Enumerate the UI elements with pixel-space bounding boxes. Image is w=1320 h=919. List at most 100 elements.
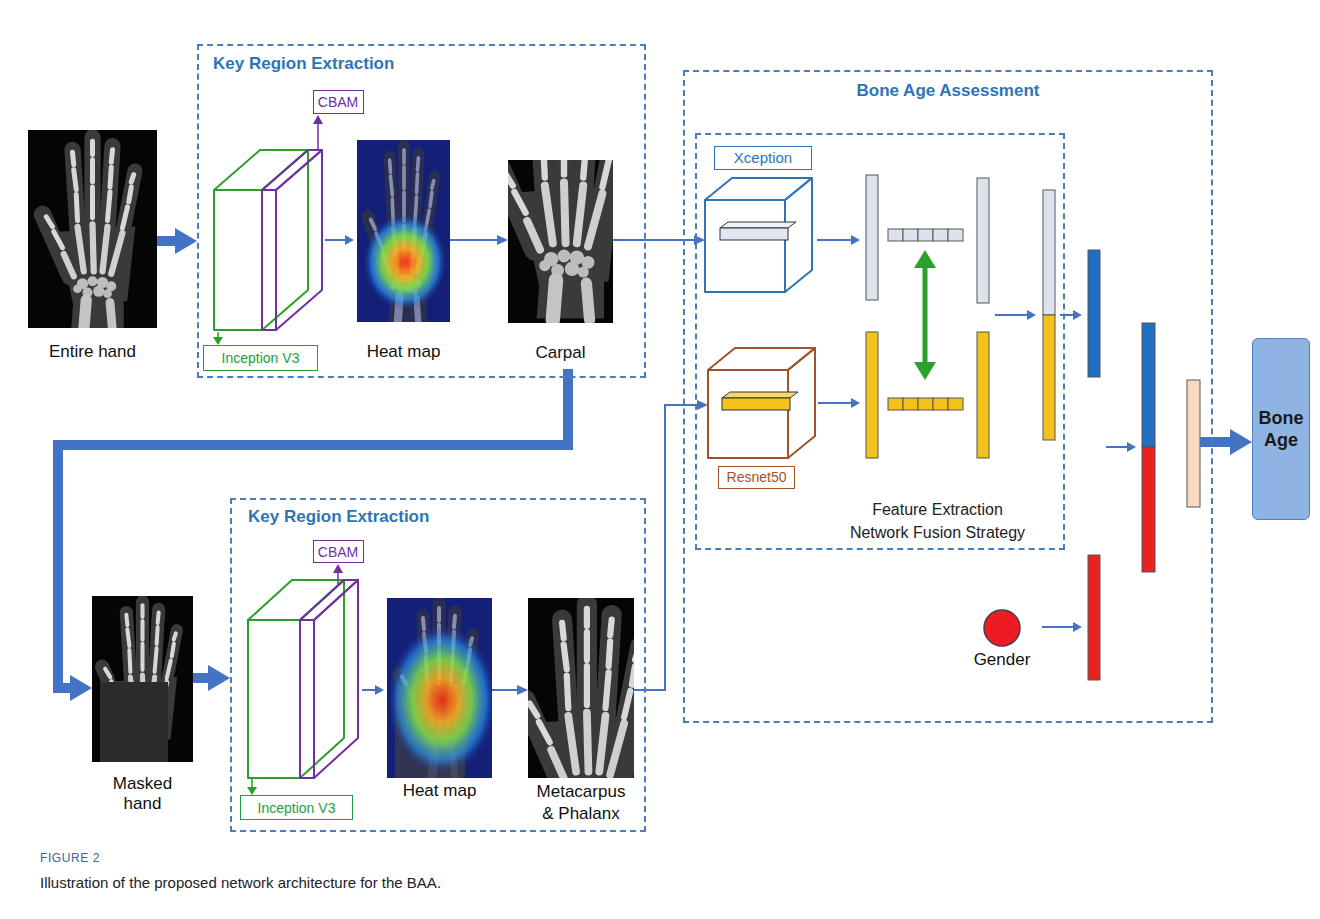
feature-vector: [1142, 323, 1155, 447]
leader-line: [251, 778, 253, 788]
cbam-block: [300, 580, 358, 620]
flow-arrow: [345, 235, 354, 245]
module-name: Inception V3: [222, 350, 300, 366]
xray-image: [100, 682, 168, 762]
leader-line: [333, 564, 343, 573]
xray-image: Entire hand: [28, 130, 157, 368]
xray-image: [508, 160, 613, 320]
xception-block: [705, 178, 812, 200]
heat-map-image: [363, 214, 447, 310]
flow-arrow: [1027, 310, 1036, 320]
feature-vector: [1043, 190, 1055, 315]
feature-vector: [1088, 250, 1100, 377]
feature-slab: [720, 222, 796, 240]
feature-vector: [918, 398, 933, 410]
xray-image: [28, 130, 157, 331]
feature-slab: [720, 228, 788, 240]
feature-vector: [903, 398, 918, 410]
arrow-connector: [1213, 437, 1242, 447]
image-caption: Entire hand: [28, 342, 157, 362]
feature-slab: [720, 222, 796, 228]
panel-title: Key Region Extraction: [248, 506, 644, 528]
inception-block: [300, 580, 344, 778]
leader-line: [317, 124, 319, 150]
feature-vector: [948, 229, 963, 241]
feature-vector: [948, 398, 963, 410]
feature-vector: [1043, 315, 1055, 440]
feature-vector: [888, 229, 903, 241]
module-tag: Inception V3: [240, 795, 353, 820]
flow-arrow: [1127, 442, 1136, 452]
inception-block: [262, 150, 308, 330]
feature-vector: [977, 178, 989, 303]
flow-arrow: [1060, 314, 1074, 316]
network-block: Xception: [705, 146, 815, 296]
region-panel: Key Region ExtractionCBAMInception V3Hea…: [230, 498, 646, 832]
region-panel: Key Region ExtractionCBAMInception V3Hea…: [197, 44, 646, 378]
flow-arrow: [362, 689, 376, 691]
arrow-connector: [613, 239, 700, 241]
resnet-block: [788, 348, 815, 458]
feature-vector: [1142, 447, 1155, 572]
output-box: Bone Age: [1252, 338, 1310, 520]
xray-image: Masked hand: [92, 596, 193, 820]
caption-block: Illustration of the proposed network arc…: [40, 874, 441, 891]
xception-block: [705, 178, 812, 292]
cbam-block: [314, 580, 358, 778]
inception-block: [248, 620, 300, 778]
leader-line: [213, 337, 223, 345]
cbam-block: [262, 150, 322, 190]
heat-map-image: [387, 598, 497, 780]
input-name: Gender: [970, 650, 1034, 670]
leader-line: [337, 573, 339, 584]
xray-image: [528, 604, 634, 778]
flow-arrow: [1073, 310, 1082, 320]
image-caption: Heat map: [387, 781, 492, 801]
feature-vector: [866, 175, 878, 300]
cbam-block: [300, 620, 314, 778]
xception-block: [785, 178, 812, 292]
xray-image: Carpal: [508, 160, 613, 369]
feature-vector: [977, 332, 989, 458]
xception-block: [705, 200, 785, 292]
leader-line: [247, 787, 257, 795]
feature-slab: [722, 392, 798, 410]
network-block: Resnet50: [708, 348, 816, 491]
feature-slab: [722, 398, 790, 410]
gender-circle: [984, 610, 1020, 646]
feature-slab: [722, 392, 798, 398]
flow-arrow: [1042, 626, 1074, 628]
feature-vector: [933, 229, 948, 241]
feature-vector: [1187, 380, 1200, 507]
resnet-block: [708, 348, 815, 458]
flow-arrow: [1073, 622, 1082, 632]
heat-map-image: [387, 625, 492, 775]
cbam-block: [262, 150, 322, 330]
figure-label: FIGURE 2: [40, 851, 100, 865]
xray-image: [43, 137, 136, 328]
feature-vector: [1088, 555, 1100, 680]
flow-arrow: [325, 239, 346, 241]
inception-block: [214, 150, 308, 330]
module-tag: CBAM: [313, 90, 364, 114]
feature-vector: [918, 229, 933, 241]
feature-vector: [888, 398, 903, 410]
feature-vector: [866, 175, 1200, 680]
leader-line: [213, 115, 323, 345]
inception-block: [248, 580, 344, 778]
module-name: Inception V3: [258, 800, 336, 816]
flow-arrow: [1106, 446, 1128, 448]
image-caption: Metacarpus & Phalanx: [531, 781, 631, 825]
cbam-block: [300, 580, 358, 778]
xray-image: [43, 137, 136, 328]
gender-circle: [982, 608, 1022, 648]
flow-arrow: [851, 235, 860, 245]
xray-image: [92, 596, 193, 764]
figure-caption: Illustration of the proposed network arc…: [40, 874, 441, 891]
flow-arrow: [995, 314, 1028, 316]
fusion-arrow: [914, 362, 936, 380]
panel-caption: Feature Extraction Network Fusion Strate…: [845, 498, 1030, 544]
image-caption: Masked hand: [92, 774, 193, 814]
arrow-connector: [157, 236, 187, 246]
